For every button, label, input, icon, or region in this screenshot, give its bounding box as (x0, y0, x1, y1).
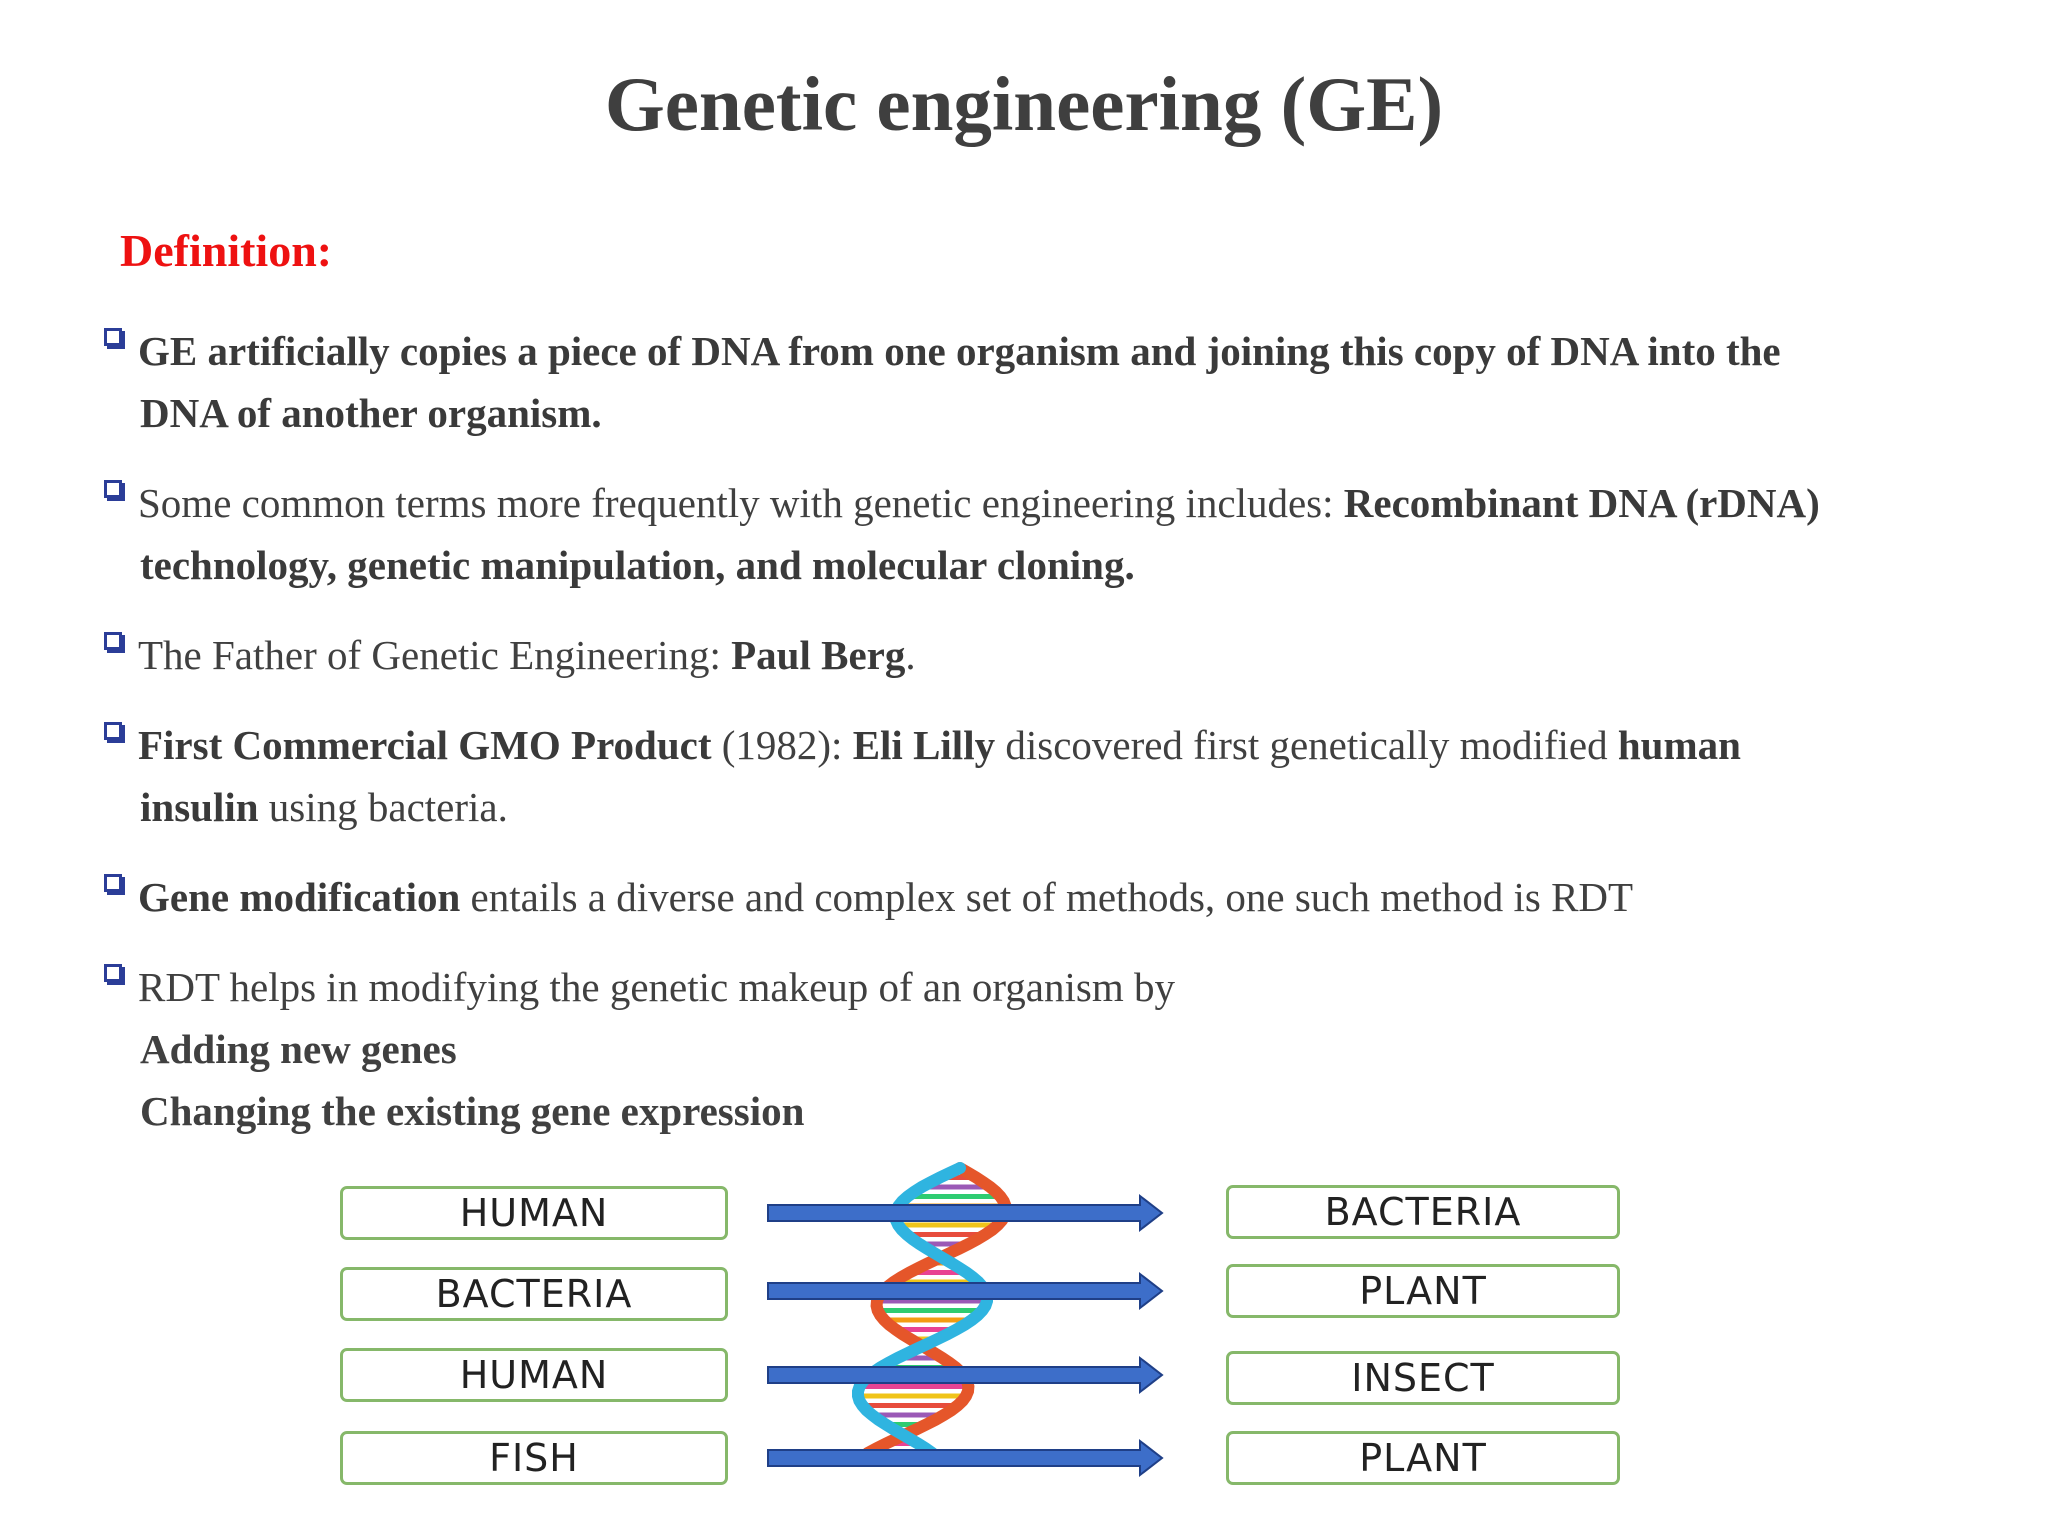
bullet-bold-text: Gene modification (138, 874, 461, 920)
arrow-icon (767, 1355, 1164, 1395)
target-box: PLANT (1226, 1431, 1620, 1485)
bullet-text: (1982): (711, 722, 853, 768)
bullet-father: The Father of Genetic Engineering: Paul … (104, 624, 2004, 686)
checkbox-bullet-icon (104, 632, 122, 650)
bullet-text: The Father of Genetic Engineering: (138, 632, 732, 678)
source-box: FISH (340, 1431, 728, 1485)
bullet-list: GE artificially copies a piece of DNA fr… (104, 320, 2004, 1170)
bullet-bold-text: insulin (140, 784, 259, 830)
source-box: HUMAN (340, 1348, 728, 1402)
bullet-rdt: RDT helps in modifying the genetic makeu… (104, 956, 2004, 1142)
bullet-common-terms: Some common terms more frequently with g… (104, 472, 2004, 596)
bullet-bold-text: Eli Lilly (852, 722, 996, 768)
bullet-ge-definition: GE artificially copies a piece of DNA fr… (104, 320, 2004, 444)
arrow-icon (767, 1438, 1164, 1478)
slide-title: Genetic engineering (GE) (604, 61, 1444, 147)
bullet-text: discovered first genetically modified (995, 722, 1618, 768)
checkbox-bullet-icon (104, 722, 122, 740)
checkbox-bullet-icon (104, 328, 122, 346)
bullet-line: First Commercial GMO Product (1982): Eli… (122, 714, 2004, 776)
bullet-line: insulin using bacteria. (122, 776, 2004, 838)
bullet-line: technology, genetic manipulation, and mo… (140, 542, 1135, 588)
target-box: PLANT (1226, 1264, 1620, 1318)
bullet-first-gmo: First Commercial GMO Product (1982): Eli… (104, 714, 2004, 838)
sub-item-adding-genes: Adding new genes (140, 1026, 457, 1072)
bullet-text: Some common terms more frequently with g… (138, 480, 1344, 526)
bullet-line: The Father of Genetic Engineering: Paul … (122, 624, 2004, 686)
bullet-gene-modification: Gene modification entails a diverse and … (104, 866, 2004, 928)
bullet-bold-text: human (1617, 722, 1741, 768)
bullet-line: GE artificially copies a piece of DNA fr… (138, 328, 1781, 374)
bullet-text: . (905, 632, 916, 678)
target-box: BACTERIA (1226, 1185, 1620, 1239)
bullet-bold-text: Paul Berg (731, 632, 906, 678)
dna-helix-icon (767, 1162, 1164, 1478)
arrow-icon (767, 1193, 1164, 1233)
bullet-line: Gene modification entails a diverse and … (122, 866, 2004, 928)
target-box: INSECT (1226, 1351, 1620, 1405)
source-box: HUMAN (340, 1186, 728, 1240)
bullet-line: Some common terms more frequently with g… (122, 472, 2004, 534)
bullet-text: entails a diverse and complex set of met… (460, 874, 1634, 920)
bullet-bold-text: Recombinant DNA (rDNA) (1343, 480, 1820, 526)
bullet-bold-text: First Commercial GMO Product (138, 722, 712, 768)
bullet-line: RDT helps in modifying the genetic makeu… (138, 964, 1175, 1010)
arrow-icon (767, 1271, 1164, 1311)
source-box: BACTERIA (340, 1267, 728, 1321)
checkbox-bullet-icon (104, 874, 122, 892)
sub-item-changing-expression: Changing the existing gene expression (140, 1088, 805, 1134)
bullet-line: DNA of another organism. (140, 390, 602, 436)
gene-transfer-diagram: HUMAN BACTERIA HUMAN FISH BACTERIA PLANT… (0, 1160, 2048, 1500)
bullet-text: using bacteria. (258, 784, 508, 830)
definition-heading: Definition: (120, 225, 333, 276)
checkbox-bullet-icon (104, 964, 122, 982)
checkbox-bullet-icon (104, 480, 122, 498)
